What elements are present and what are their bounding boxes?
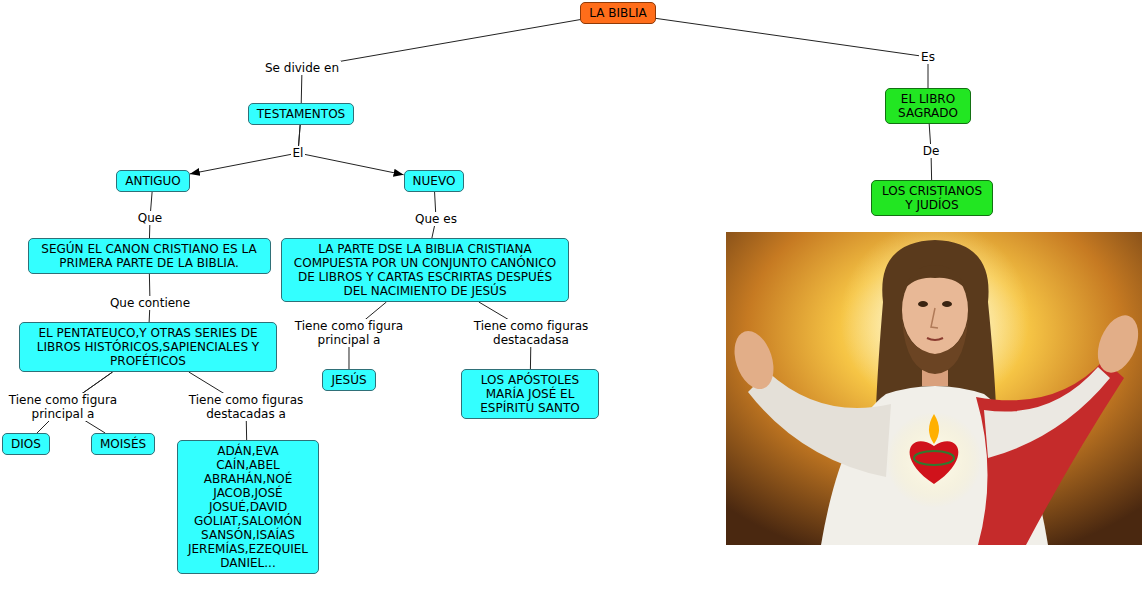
concept-text: LOS APÓSTOLES MARÍA JOSÉ EL ESPÍRITU SAN… <box>470 373 590 415</box>
connector <box>656 18 928 88</box>
concept-box: ADÁN,EVA CAÍN,ABEL ABRAHÁN,NOÉ JACOB,JOS… <box>177 440 319 574</box>
red-mantle <box>976 360 1124 545</box>
link-phrase: Que contiene <box>108 296 192 310</box>
nose <box>931 308 938 328</box>
link-phrase: Tiene como figuras destacadasa <box>464 319 598 347</box>
concept-text: JESÚS <box>331 373 366 387</box>
connector <box>298 125 404 175</box>
flame <box>929 414 939 444</box>
concept-box: NUEVO <box>404 170 465 192</box>
concept-text: ADÁN,EVA CAÍN,ABEL ABRAHÁN,NOÉ JACOB,JOS… <box>186 444 310 570</box>
sacred-heart <box>910 441 959 484</box>
halo-background <box>726 232 1142 545</box>
hair <box>876 240 996 407</box>
link-phrase: Tiene como figura principal a <box>291 319 407 347</box>
connector <box>301 20 580 103</box>
link-phrase: El <box>291 146 306 160</box>
link-phrase: Tiene como figura principal a <box>5 393 121 421</box>
concept-box: LOS APÓSTOLES MARÍA JOSÉ EL ESPÍRITU SAN… <box>461 369 599 419</box>
link-phrase: Que es <box>413 212 459 226</box>
face <box>902 266 968 354</box>
concept-text: LOS CRISTIANOS Y JUDÍOS <box>880 184 984 212</box>
link-phrase: Es <box>919 50 937 64</box>
concept-text: NUEVO <box>413 174 456 188</box>
concept-text: EL PENTATEUCO,Y OTRAS SERIES DE LIBROS H… <box>28 326 268 368</box>
concept-box: LA BIBLIA <box>580 2 655 24</box>
concept-box: EL LIBRO SAGRADO <box>885 88 971 124</box>
concept-text: MOISÉS <box>100 437 146 451</box>
concept-box: EL PENTATEUCO,Y OTRAS SERIES DE LIBROS H… <box>19 322 277 372</box>
hair-fringe <box>902 266 968 292</box>
link-phrase: De <box>921 144 942 158</box>
right-hand <box>1090 309 1142 378</box>
eye <box>918 301 928 307</box>
concept-box: JESÚS <box>322 369 375 391</box>
concept-text: SEGÚN EL CANON CRISTIANO ES LA PRIMERA P… <box>37 242 262 270</box>
concept-box: LOS CRISTIANOS Y JUDÍOS <box>871 180 993 216</box>
concept-box: MOISÉS <box>91 433 155 455</box>
link-phrase: Que <box>136 211 164 225</box>
mouth <box>927 338 943 340</box>
head-halo <box>840 232 1030 412</box>
concept-box: DIOS <box>2 433 50 455</box>
eye <box>942 301 952 307</box>
right-sleeve <box>984 367 1110 458</box>
concept-text: LA BIBLIA <box>589 6 646 20</box>
concept-box: ANTIGUO <box>116 170 190 192</box>
concept-box: TESTAMENTOS <box>248 103 354 125</box>
concept-text: DIOS <box>11 437 41 451</box>
illustration <box>726 232 1142 545</box>
concept-text: LA PARTE DSE LA BIBLIA CRISTIANA COMPUES… <box>290 242 560 298</box>
connector <box>190 125 300 174</box>
link-phrase: Tiene como figuras destacadas a <box>179 393 313 421</box>
concept-text: EL LIBRO SAGRADO <box>894 92 962 120</box>
thorn-crown <box>914 451 954 465</box>
left-sleeve <box>748 372 891 477</box>
left-hand <box>728 326 781 394</box>
concept-text: ANTIGUO <box>125 174 181 188</box>
concept-text: TESTAMENTOS <box>257 107 345 121</box>
concept-box: LA PARTE DSE LA BIBLIA CRISTIANA COMPUES… <box>281 238 569 302</box>
heart-glow <box>886 412 982 508</box>
link-phrase: Se divide en <box>263 61 341 75</box>
concept-box: SEGÚN EL CANON CRISTIANO ES LA PRIMERA P… <box>28 238 271 274</box>
